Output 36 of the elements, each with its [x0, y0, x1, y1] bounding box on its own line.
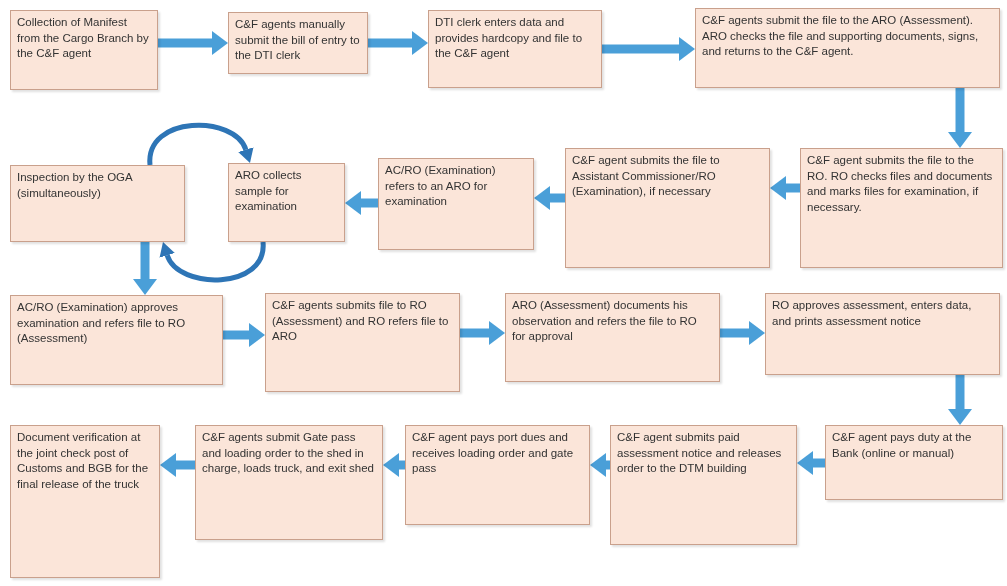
arrow: [160, 241, 266, 283]
arrow: [160, 453, 195, 477]
arrow: [797, 451, 825, 475]
process-box: C&F agents submit the file to the ARO (Assessment). ARO checks the file and supporting documents, signs, and returns to the C&F agent.: [695, 8, 1000, 88]
process-box: Collection of Manifest from the Cargo Branch by the C&F agent: [10, 10, 158, 90]
process-box: AC/RO (Examination) approves examination and refers file to RO (Assessment): [10, 295, 223, 385]
process-box: Inspection by the OGA (simultaneously): [10, 165, 185, 242]
arrow: [147, 123, 253, 166]
arrow: [133, 242, 157, 295]
arrow: [770, 176, 800, 200]
process-box: C&F agents submit Gate pass and loading order to the shed in charge, loads truck, and exit shed: [195, 425, 383, 540]
process-box: DTI clerk enters data and provides hardcopy and file to the C&F agent: [428, 10, 602, 88]
arrow: [590, 453, 610, 477]
process-box: ARO collects sample for examination: [228, 163, 345, 242]
process-box: C&F agent pays port dues and receives loading order and gate pass: [405, 425, 590, 525]
process-box: AC/RO (Examination) refers to an ARO for examination: [378, 158, 534, 250]
arrow: [534, 186, 565, 210]
process-box: Document verification at the joint check post of Customs and BGB for the final release of the truck: [10, 425, 160, 578]
process-box: C&F agents submits file to RO (Assessment) and RO refers file to ARO: [265, 293, 460, 392]
arrow: [368, 31, 428, 55]
arrow: [460, 321, 505, 345]
process-box: C&F agent pays duty at the Bank (online or manual): [825, 425, 1003, 500]
arrow: [948, 88, 972, 148]
process-box: C&F agent submits paid assessment notice and releases order to the DTM building: [610, 425, 797, 545]
arrow: [158, 31, 228, 55]
arrow: [602, 37, 695, 61]
process-box: C&F agent submits the file to Assistant Commissioner/RO (Examination), if necessary: [565, 148, 770, 268]
process-box: ARO (Assessment) documents his observation and refers the file to RO for approval: [505, 293, 720, 382]
arrow: [720, 321, 765, 345]
arrow: [383, 453, 405, 477]
arrow: [948, 375, 972, 425]
process-box: C&F agent submits the file to the RO. RO checks files and documents and marks files for examination, if necessary.: [800, 148, 1003, 268]
arrow: [345, 191, 378, 215]
process-box: C&F agents manually submit the bill of entry to the DTI clerk: [228, 12, 368, 74]
arrow: [223, 323, 265, 347]
process-box: RO approves assessment, enters data, and prints assessment notice: [765, 293, 1000, 375]
